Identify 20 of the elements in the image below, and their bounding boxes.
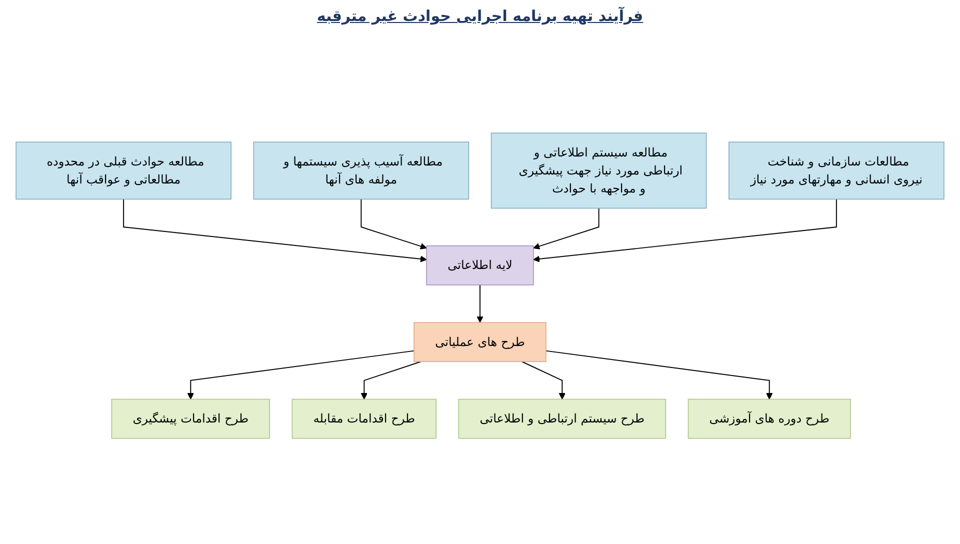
node-box: مطالعه سیستم اطلاعاتی و ارتباطی مورد نیاز جهت پیشگیری و مواجهه با حوادث [490,132,707,209]
arrow [360,199,427,250]
node-box: مطالعه حوادث قبلی در محدوده مطالعاتی و عواقب آنها [16,142,232,200]
node-box: مطالعات سازمانی و شناخت نیروی انسانی و مهارتهای مورد نیاز [728,142,944,200]
node-box: طرح های عملیاتی [414,322,546,362]
arrow [533,199,837,263]
node-box: مطالعه آسیب پذیری سیستمها و مولفه های آنها [253,142,470,200]
node-box: لایه اطلاعاتی [426,246,534,286]
arrow [187,350,414,400]
node-box: طرح دوره های آموزشی [688,399,851,440]
arrow [360,361,422,400]
arrow [123,199,427,263]
node-box: طرح سیستم ارتباطی و اطلاعاتی [458,399,666,440]
arrow [546,350,773,400]
diagram-title: فرآیند تهیه برنامه اجرایی حوادث غیر مترقبه [316,7,644,25]
arrow [533,208,600,250]
node-box: طرح اقدامات مقابله [292,399,436,440]
arrow [521,361,566,400]
arrow [476,284,484,324]
node-box: طرح اقدامات پیشگیری [111,399,270,440]
